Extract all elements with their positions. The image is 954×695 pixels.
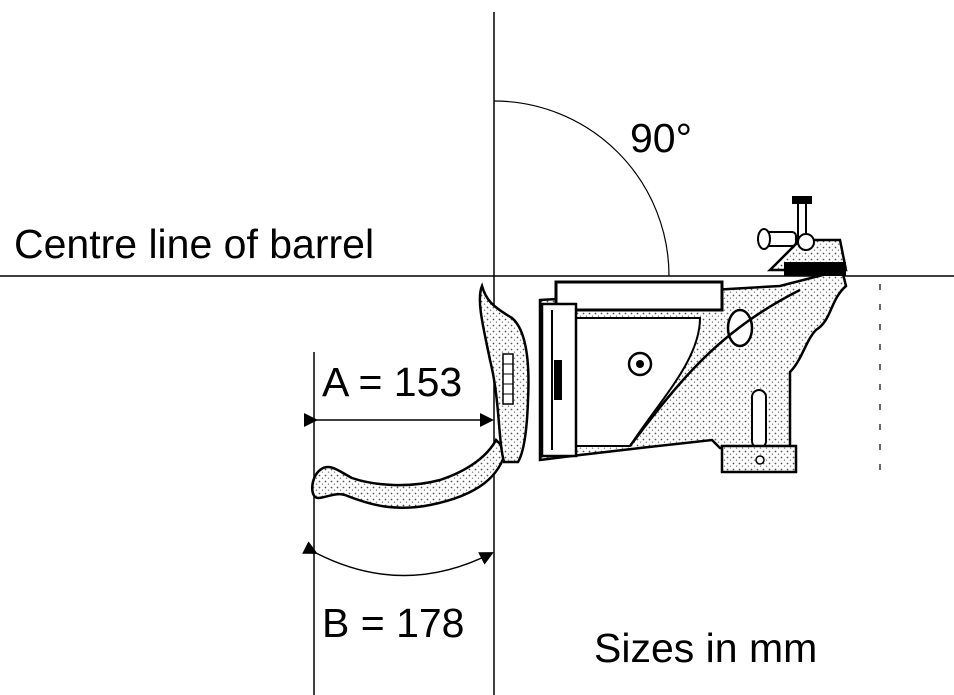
scale-mark — [502, 353, 514, 405]
dimension-a-label: A = 153 — [322, 359, 463, 405]
grip-top-cap — [554, 280, 724, 312]
dimension-b-label: B = 178 — [322, 600, 465, 646]
units-label: Sizes in mm — [594, 625, 818, 671]
pistol-grip-drawing — [311, 196, 848, 510]
angle-label: 90° — [630, 115, 693, 161]
palm-shelf — [311, 437, 508, 510]
centre-line-label: Centre line of barrel — [14, 221, 375, 267]
adjustment-slot — [751, 389, 767, 449]
angle-arc — [493, 100, 670, 277]
dimension-b-arrow — [302, 541, 494, 577]
